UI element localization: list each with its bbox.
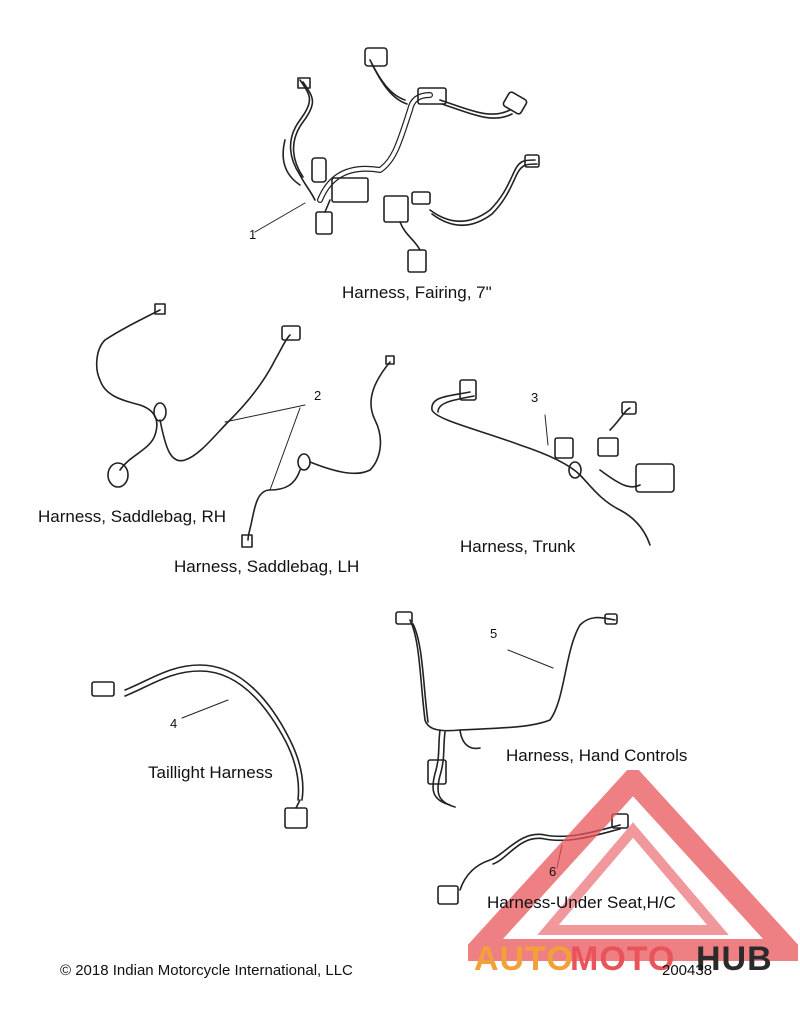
- automotohub-watermark-logo: [468, 770, 798, 961]
- callout-4: 4: [170, 716, 178, 731]
- label-trunk-harness: Harness, Trunk: [460, 537, 576, 556]
- watermark-auto: AUTO: [474, 940, 574, 978]
- fairing-harness-drawing: [254, 47, 540, 273]
- label-under-seat-harness: Harness-Under Seat,H/C: [487, 893, 676, 912]
- label-saddlebag-rh: Harness, Saddlebag, RH: [38, 507, 227, 526]
- figure-number: 200438: [662, 962, 713, 979]
- callout-5: 5: [490, 626, 498, 641]
- taillight-harness-drawing: [91, 664, 308, 829]
- label-fairing-harness: Harness, Fairing, 7": [342, 283, 492, 302]
- hand-controls-harness-drawing: [395, 611, 618, 808]
- watermark-hub: HUB: [696, 940, 773, 978]
- trunk-harness-drawing: [431, 379, 675, 546]
- label-taillight-harness: Taillight Harness: [148, 763, 273, 782]
- label-saddlebag-lh: Harness, Saddlebag, LH: [174, 557, 360, 576]
- watermark-moto: MOTO: [570, 940, 676, 978]
- callout-3: 3: [531, 390, 539, 405]
- copyright-text: © 2018 Indian Motorcycle International, …: [60, 962, 353, 979]
- callout-6: 6: [549, 864, 557, 879]
- saddlebag-harness-drawing: [95, 303, 395, 548]
- callout-2: 2: [314, 388, 322, 403]
- callout-1: 1: [249, 227, 257, 242]
- label-hand-controls-harness: Harness, Hand Controls: [506, 746, 688, 765]
